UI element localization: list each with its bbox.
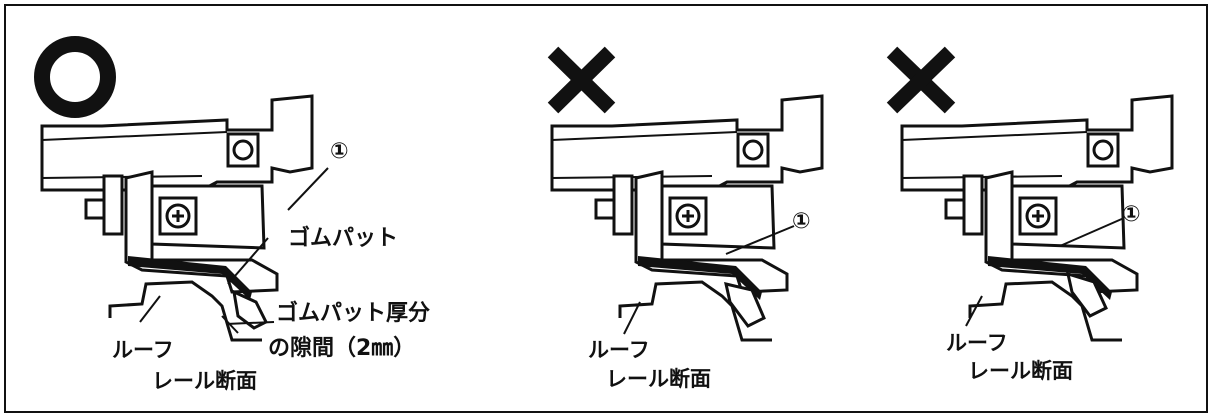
roof-label-line2-panel1: レール断面: [152, 369, 257, 393]
verdict-circle-icon: [34, 36, 116, 118]
part-number-label-3: ①: [1122, 202, 1141, 227]
roof-label-line2-panel2: レール断面: [606, 367, 711, 391]
roof-label-line2-panel3: レール断面: [968, 359, 1073, 383]
rubber-pad-label: ゴムパット: [288, 226, 399, 251]
roof-label-line1-panel2: ルーフ: [588, 338, 650, 362]
part-number-label-1: ①: [330, 139, 349, 164]
verdict-cross-icon-1: [547, 46, 616, 114]
roof-label-line1-panel3: ルーフ: [946, 331, 1008, 355]
roof-label-line1-panel1: ルーフ: [112, 338, 174, 362]
panel-correct: [40, 94, 329, 342]
verdict-cross-icon-2: [886, 46, 956, 114]
panel-wrong-1: [550, 94, 824, 342]
gap-label-line1: ゴムパット厚分: [276, 301, 431, 326]
gap-label-line2: の隙間（2㎜）: [268, 336, 416, 361]
part-number-label-2: ①: [792, 209, 811, 234]
panel-wrong-2: [900, 94, 1174, 342]
